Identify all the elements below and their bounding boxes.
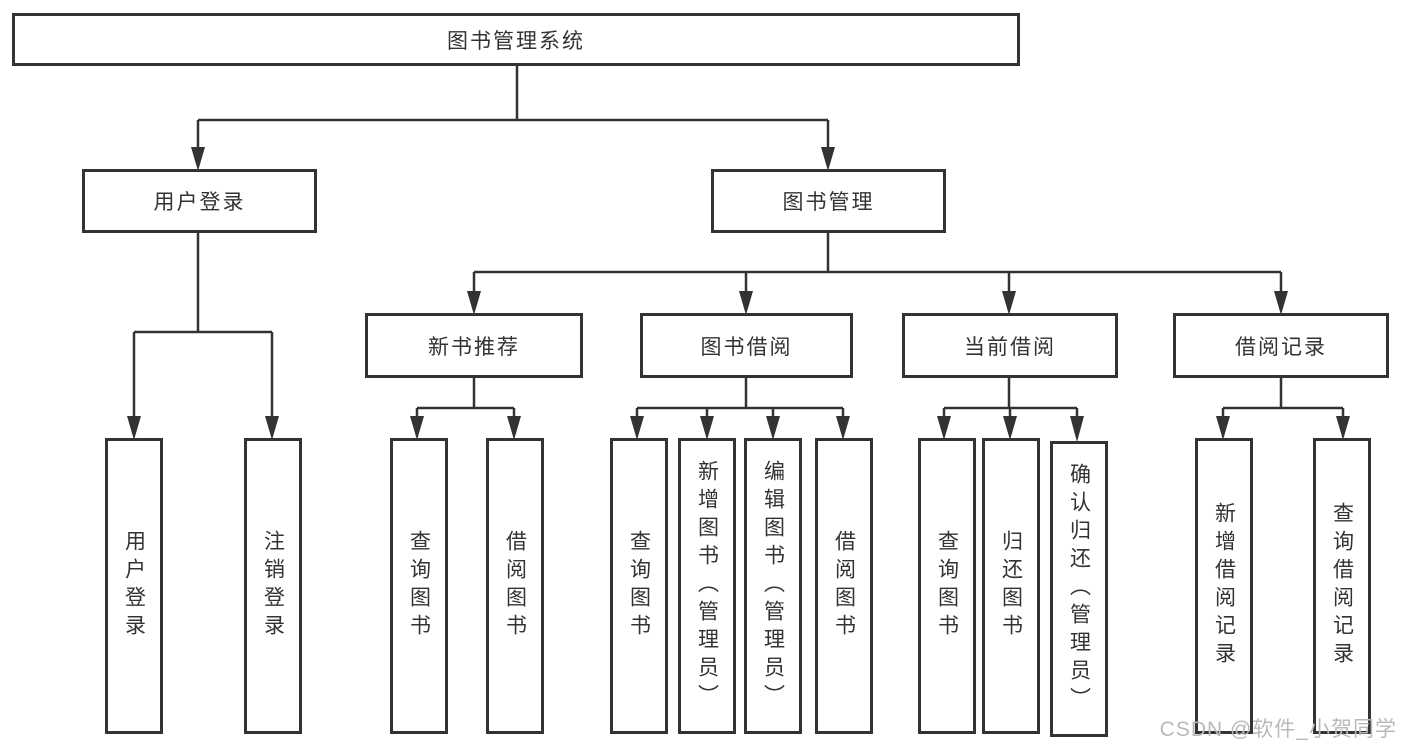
leaf-borrow-book-recommend: 借阅图书 [486, 438, 544, 734]
leaf-confirm-return-admin-label: 确认归还（管理员） [1067, 463, 1091, 715]
leaf-confirm-return-admin: 确认归还（管理员） [1050, 441, 1108, 737]
leaf-return-book-label: 归还图书 [999, 530, 1023, 642]
csdn-watermark: CSDN @软件_小贺同学 [1159, 718, 1397, 741]
node-current-borrow: 当前借阅 [902, 313, 1118, 378]
leaf-user-login: 用户登录 [105, 438, 163, 734]
leaf-return-book: 归还图书 [982, 438, 1040, 734]
leaf-query-borrow-record: 查询借阅记录 [1313, 438, 1371, 734]
node-user-login: 用户登录 [82, 169, 317, 233]
node-new-book-recommend-label: 新书推荐 [428, 335, 520, 359]
node-book-borrow-label: 图书借阅 [700, 335, 793, 359]
leaf-borrow-book: 借阅图书 [815, 438, 873, 734]
node-borrow-records-label: 借阅记录 [1235, 335, 1327, 359]
leaf-query-book-current-label: 查询图书 [935, 530, 959, 642]
leaf-query-book-recommend: 查询图书 [390, 438, 448, 734]
node-new-book-recommend: 新书推荐 [365, 313, 583, 378]
node-borrow-records: 借阅记录 [1173, 313, 1389, 378]
leaf-add-borrow-record-label: 新增借阅记录 [1212, 502, 1236, 670]
leaf-query-book-borrow: 查询图书 [610, 438, 668, 734]
leaf-borrow-book-label: 借阅图书 [832, 530, 856, 642]
leaf-query-book-recommend-label: 查询图书 [407, 530, 431, 642]
node-book-management: 图书管理 [711, 169, 946, 233]
leaf-query-book-borrow-label: 查询图书 [627, 530, 651, 642]
leaf-add-book-admin-label: 新增图书（管理员） [695, 460, 719, 712]
leaf-add-book-admin: 新增图书（管理员） [678, 438, 736, 734]
node-book-borrow: 图书借阅 [640, 313, 853, 378]
node-current-borrow-label: 当前借阅 [964, 335, 1056, 359]
leaf-add-borrow-record: 新增借阅记录 [1195, 438, 1253, 734]
node-book-management-label: 图书管理 [782, 191, 875, 214]
node-root-system: 图书管理系统 [12, 13, 1020, 66]
node-root-system-label: 图书管理系统 [447, 29, 585, 53]
leaf-edit-book-admin: 编辑图书（管理员） [744, 438, 802, 734]
arrowheads [127, 147, 1350, 442]
leaf-edit-book-admin-label: 编辑图书（管理员） [761, 460, 785, 712]
leaf-user-login-label: 用户登录 [122, 530, 146, 642]
node-user-login-label: 用户登录 [153, 191, 246, 214]
leaf-query-book-current: 查询图书 [918, 438, 976, 734]
leaf-query-borrow-record-label: 查询借阅记录 [1330, 502, 1354, 670]
leaf-borrow-book-recommend-label: 借阅图书 [503, 530, 527, 642]
leaf-logout-label: 注销登录 [261, 530, 285, 642]
leaf-logout: 注销登录 [244, 438, 302, 734]
